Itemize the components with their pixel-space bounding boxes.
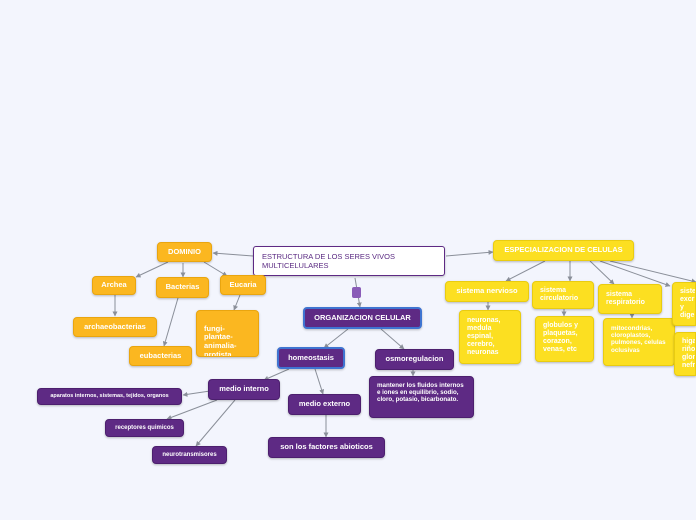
topic-homeostasis[interactable]: homeostasis	[277, 347, 345, 369]
topic-sistema-respiratorio-label: sistema respiratorio	[606, 291, 645, 307]
topic-nervioso-desc-label: neuronas, medula espinal, cerebro, neuro…	[467, 317, 501, 357]
topic-eubacterias-label: eubacterias	[139, 350, 182, 360]
topic-especializacion-celulas-label: ESPECIALIZACION DE CELULAS	[504, 245, 623, 255]
topic-archea-label: Archea	[101, 280, 127, 290]
topic-especializacion-celulas[interactable]: ESPECIALIZACION DE CELULAS	[493, 240, 634, 261]
topic-osmoregulacion-label: osmoregulacion	[385, 354, 444, 364]
topic-eucaria-label: Eucaria	[229, 279, 257, 289]
topic-aparatos-internos[interactable]: aparatos internos, sistemas, tejidos, or…	[37, 388, 182, 405]
collapse-handle[interactable]	[352, 287, 361, 298]
topic-sistema-excretor[interactable]: siste excr y dige	[672, 282, 696, 326]
topic-osmoregulacion[interactable]: osmoregulacion	[375, 349, 454, 370]
root-topic[interactable]: ESTRUCTURA DE LOS SERES VIVOS MULTICELUL…	[253, 246, 445, 276]
topic-respiratorio-desc[interactable]: mitocondrias, cloroplastos, pulmones, ce…	[603, 318, 675, 366]
topic-eucaria-reinos-label: fungi- plantae- animalia- protista	[204, 323, 237, 357]
topic-excretor-desc[interactable]: higa riño glon nefr	[674, 332, 696, 376]
topic-neurotransmisores-label: neurotransmisores	[162, 451, 217, 458]
topic-homeostasis-label: homeostasis	[288, 352, 334, 362]
topic-receptores-quimicos-label: receptores quimicos	[115, 424, 174, 431]
topic-medio-externo[interactable]: medio externo	[288, 394, 361, 415]
topic-medio-externo-label: medio externo	[298, 399, 351, 409]
topic-archaeobacterias[interactable]: archaeobacterias	[73, 317, 157, 337]
topic-factores-abioticos[interactable]: son los factores abioticos	[268, 437, 385, 458]
root-title: ESTRUCTURA DE LOS SERES VIVOS MULTICELUL…	[262, 252, 395, 270]
topic-bacterias[interactable]: Bacterias	[156, 277, 209, 298]
topic-medio-interno[interactable]: medio interno	[208, 379, 280, 400]
topic-dominio[interactable]: DOMINIO	[157, 242, 212, 262]
topic-nervioso-desc[interactable]: neuronas, medula espinal, cerebro, neuro…	[459, 310, 521, 364]
topic-respiratorio-desc-label: mitocondrias, cloroplastos, pulmones, ce…	[611, 325, 666, 354]
topic-receptores-quimicos[interactable]: receptores quimicos	[105, 419, 184, 437]
topic-sistema-circulatorio-label: sistema circulatorio	[540, 287, 579, 303]
topic-osmoregulacion-desc[interactable]: mantener los fluidos internos e iones en…	[369, 376, 474, 418]
topic-archea[interactable]: Archea	[92, 276, 136, 295]
topic-eucaria-reinos[interactable]: fungi- plantae- animalia- protista	[196, 310, 259, 357]
topic-eucaria[interactable]: Eucaria	[220, 275, 266, 295]
topic-circulatorio-desc[interactable]: globulos y plaquetas, corazon, venas, et…	[535, 316, 594, 362]
topic-eubacterias[interactable]: eubacterias	[129, 346, 192, 366]
topic-organizacion-celular-label: ORGANIZACION CELULAR	[314, 312, 411, 322]
topic-sistema-nervioso[interactable]: sistema nervioso	[445, 281, 529, 302]
topic-osmoregulacion-desc-label: mantener los fluidos internos e iones en…	[377, 382, 464, 404]
topic-circulatorio-desc-label: globulos y plaquetas, corazon, venas, et…	[543, 322, 578, 354]
topic-dominio-label: DOMINIO	[168, 246, 201, 256]
topic-sistema-respiratorio[interactable]: sistema respiratorio	[598, 284, 662, 314]
topic-aparatos-internos-label: aparatos internos, sistemas, tejidos, or…	[50, 393, 169, 400]
topic-neurotransmisores[interactable]: neurotransmisores	[152, 446, 227, 464]
topic-medio-interno-label: medio interno	[219, 384, 269, 394]
topic-sistema-nervioso-label: sistema nervioso	[456, 286, 518, 296]
topic-archaeobacterias-label: archaeobacterias	[84, 321, 146, 331]
topic-factores-abioticos-label: son los factores abioticos	[280, 442, 373, 452]
topic-bacterias-label: Bacterias	[165, 282, 200, 292]
topic-excretor-desc-label: higa riño glon nefr	[682, 338, 696, 370]
topic-sistema-excretor-label: siste excr y dige	[680, 288, 696, 320]
topic-sistema-circulatorio[interactable]: sistema circulatorio	[532, 281, 594, 309]
topic-organizacion-celular[interactable]: ORGANIZACION CELULAR	[303, 307, 422, 329]
